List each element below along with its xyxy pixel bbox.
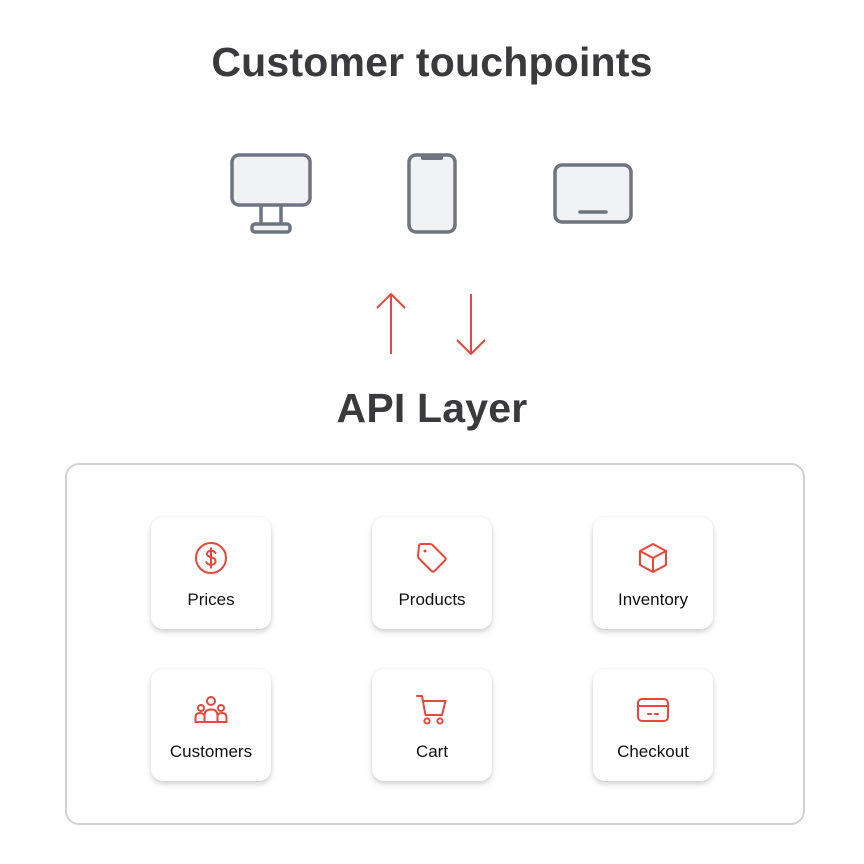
tablet-icon bbox=[552, 162, 634, 226]
service-card-cart[interactable]: Cart bbox=[372, 669, 492, 781]
arrow-down-icon bbox=[456, 294, 486, 356]
desktop-monitor-icon bbox=[229, 153, 313, 235]
connection-arrows bbox=[370, 290, 490, 360]
box-icon bbox=[636, 541, 670, 575]
service-label: Customers bbox=[169, 742, 253, 761]
service-card-products[interactable]: Products bbox=[372, 517, 492, 629]
service-card-checkout[interactable]: Checkout bbox=[593, 669, 713, 781]
users-group-icon bbox=[194, 693, 228, 727]
api-layer-title: API Layer bbox=[336, 385, 528, 431]
dollar-circle-icon bbox=[194, 541, 228, 575]
service-card-prices[interactable]: Prices bbox=[151, 517, 271, 629]
service-label: Inventory bbox=[618, 590, 688, 609]
arrow-up-icon bbox=[376, 292, 406, 354]
shopping-cart-icon bbox=[415, 693, 449, 727]
tag-icon bbox=[415, 541, 449, 575]
page-title: Customer touchpoints bbox=[211, 39, 653, 85]
credit-card-icon bbox=[636, 693, 670, 727]
service-card-inventory[interactable]: Inventory bbox=[593, 517, 713, 629]
service-card-customers[interactable]: Customers bbox=[151, 669, 271, 781]
service-label: Cart bbox=[415, 742, 449, 761]
service-label: Checkout bbox=[617, 742, 689, 761]
service-label: Products bbox=[398, 590, 466, 609]
smartphone-icon bbox=[406, 153, 458, 235]
service-label: Prices bbox=[187, 590, 235, 609]
